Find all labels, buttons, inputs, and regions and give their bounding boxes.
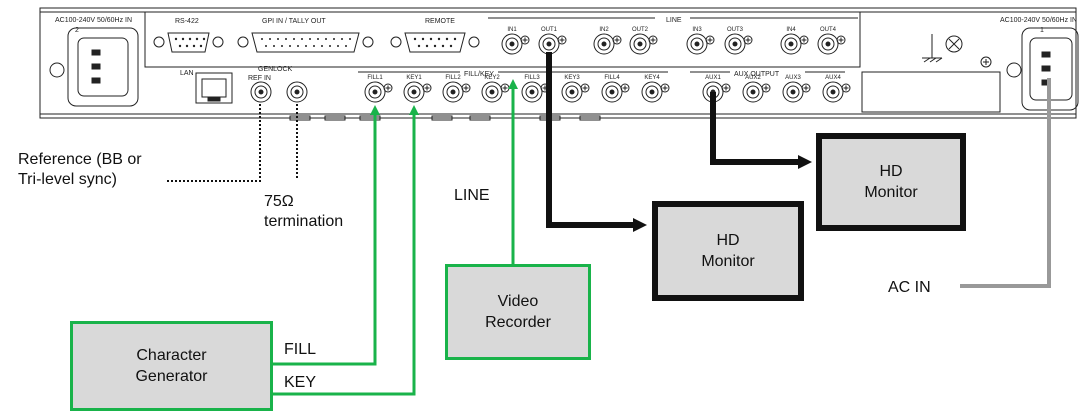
rear-panel — [39, 7, 1077, 121]
lan-port-icon — [195, 72, 233, 104]
key-label: KEY — [284, 374, 317, 391]
mount-hole-left-icon — [49, 62, 65, 78]
fk-key3-port-label: KEY3 — [564, 75, 580, 81]
fk-fill3-bnc-icon — [521, 81, 550, 103]
lan-label: LAN — [180, 70, 194, 77]
aux-aux3-bnc-icon — [782, 81, 811, 103]
hd-monitor-1-label: HD Monitor — [701, 232, 755, 270]
line-out4-port-label: OUT4 — [820, 27, 837, 33]
mount-hole-right-icon — [1006, 62, 1022, 78]
ac-in-left-number: 2 — [75, 27, 79, 34]
termination-label: 75Ω termination — [264, 193, 344, 230]
ac-inlet-left-icon — [67, 27, 139, 107]
aux-aux3-port-label: AUX3 — [785, 75, 801, 81]
fk-key1-port-label: KEY1 — [406, 75, 422, 81]
panel-tabs — [289, 115, 601, 121]
reference-cable — [167, 104, 261, 182]
line-in3-bnc-icon — [686, 33, 715, 55]
line-in1-bnc-icon — [501, 33, 530, 55]
gpi-label: GPI IN / TALLY OUT — [262, 18, 326, 25]
line-out3-bnc-icon — [724, 33, 753, 55]
line-port-row: IN1 OUT1 IN2 OUT2 IN3 OUT3 IN4 OUT4 — [501, 27, 846, 55]
remote-label: REMOTE — [425, 18, 455, 25]
line-in2-bnc-icon — [593, 33, 622, 55]
aux-output-header: AUX OUTPUT — [734, 71, 780, 78]
reference-label: Reference (BB or Tri-level sync) — [18, 151, 142, 188]
screw-icon — [980, 56, 992, 68]
hd-monitor-2-label: HD Monitor — [864, 163, 918, 201]
character-generator-box: Character Generator — [70, 321, 273, 411]
line-label: LINE — [454, 187, 490, 204]
ground-icon — [922, 34, 963, 63]
line-out1-port-label: OUT1 — [541, 27, 558, 33]
line-out1-bnc-icon — [538, 33, 567, 55]
character-generator-label: Character Generator — [135, 347, 208, 385]
fill-key-header: FILL/KEY — [464, 71, 494, 78]
aux1-monitor-cable — [710, 92, 812, 169]
aux-port-row: AUX1 AUX2 AUX3 AUX4 — [702, 75, 851, 103]
ac-in-right-number: 1 — [1040, 27, 1044, 34]
aux-aux4-port-label: AUX4 — [825, 75, 841, 81]
line-in4-bnc-icon — [780, 33, 809, 55]
ac-in-left-label: AC100-240V 50/60Hz IN — [55, 17, 132, 24]
fk-fill1-port-label: FILL1 — [367, 75, 383, 81]
line-in3-port-label: IN3 — [692, 27, 702, 33]
fk-fill1-bnc-icon — [364, 81, 393, 103]
ref-in-label: REF IN — [248, 75, 271, 82]
ref-loop-bnc-icon — [286, 81, 308, 103]
aux-aux2-port-label: AUX2 — [745, 75, 761, 81]
video-recorder-label: Video Recorder — [485, 293, 551, 331]
fk-fill2-bnc-icon — [442, 81, 471, 103]
fk-key2-bnc-icon — [481, 81, 510, 103]
line-out2-bnc-icon — [629, 33, 658, 55]
rs422-connector-icon — [153, 32, 224, 53]
fk-fill4-bnc-icon — [601, 81, 630, 103]
fk-fill3-port-label: FILL3 — [524, 75, 540, 81]
line-out4-bnc-icon — [817, 33, 846, 55]
fk-key3-bnc-icon — [561, 81, 590, 103]
line-in4-port-label: IN4 — [786, 27, 796, 33]
fk-fill2-port-label: FILL2 — [445, 75, 461, 81]
fk-key2-port-label: KEY2 — [484, 75, 500, 81]
line-in2-port-label: IN2 — [599, 27, 609, 33]
fill-cable — [272, 105, 380, 366]
fk-key1-bnc-icon — [403, 81, 432, 103]
fill-label: FILL — [284, 341, 317, 358]
fill-key-port-row: FILL1 KEY1 FILL2 KEY2 FILL3 KEY3 FILL4 KEY4 — [364, 75, 670, 103]
ac-in-cable — [960, 78, 1051, 288]
ac-in-label: AC IN — [888, 279, 931, 296]
aux-aux4-bnc-icon — [822, 81, 851, 103]
line-header: LINE — [666, 17, 682, 24]
genlock-header: GENLOCK — [258, 66, 293, 73]
remote-connector-icon — [390, 32, 480, 53]
hd-monitor-1-box: HD Monitor — [652, 201, 804, 301]
line-out2-port-label: OUT2 — [632, 27, 649, 33]
fk-key4-bnc-icon — [641, 81, 670, 103]
key-cable — [272, 105, 419, 396]
hd-monitor-2-box: HD Monitor — [816, 133, 966, 231]
gpi-connector-icon — [237, 32, 374, 53]
fk-key4-port-label: KEY4 — [644, 75, 660, 81]
aux-aux1-bnc-icon — [702, 81, 731, 103]
aux-aux2-bnc-icon — [742, 81, 771, 103]
rs422-label: RS-422 — [175, 18, 199, 25]
out1-monitor-cable — [546, 52, 647, 232]
line-in1-port-label: IN1 — [507, 27, 517, 33]
aux-aux1-port-label: AUX1 — [705, 75, 721, 81]
fk-fill4-port-label: FILL4 — [604, 75, 620, 81]
ref-in-bnc-icon — [250, 81, 272, 103]
video-recorder-box: Video Recorder — [445, 264, 591, 360]
line-out3-port-label: OUT3 — [727, 27, 744, 33]
ac-in-right-label: AC100-240V 50/60Hz IN — [1000, 17, 1077, 24]
